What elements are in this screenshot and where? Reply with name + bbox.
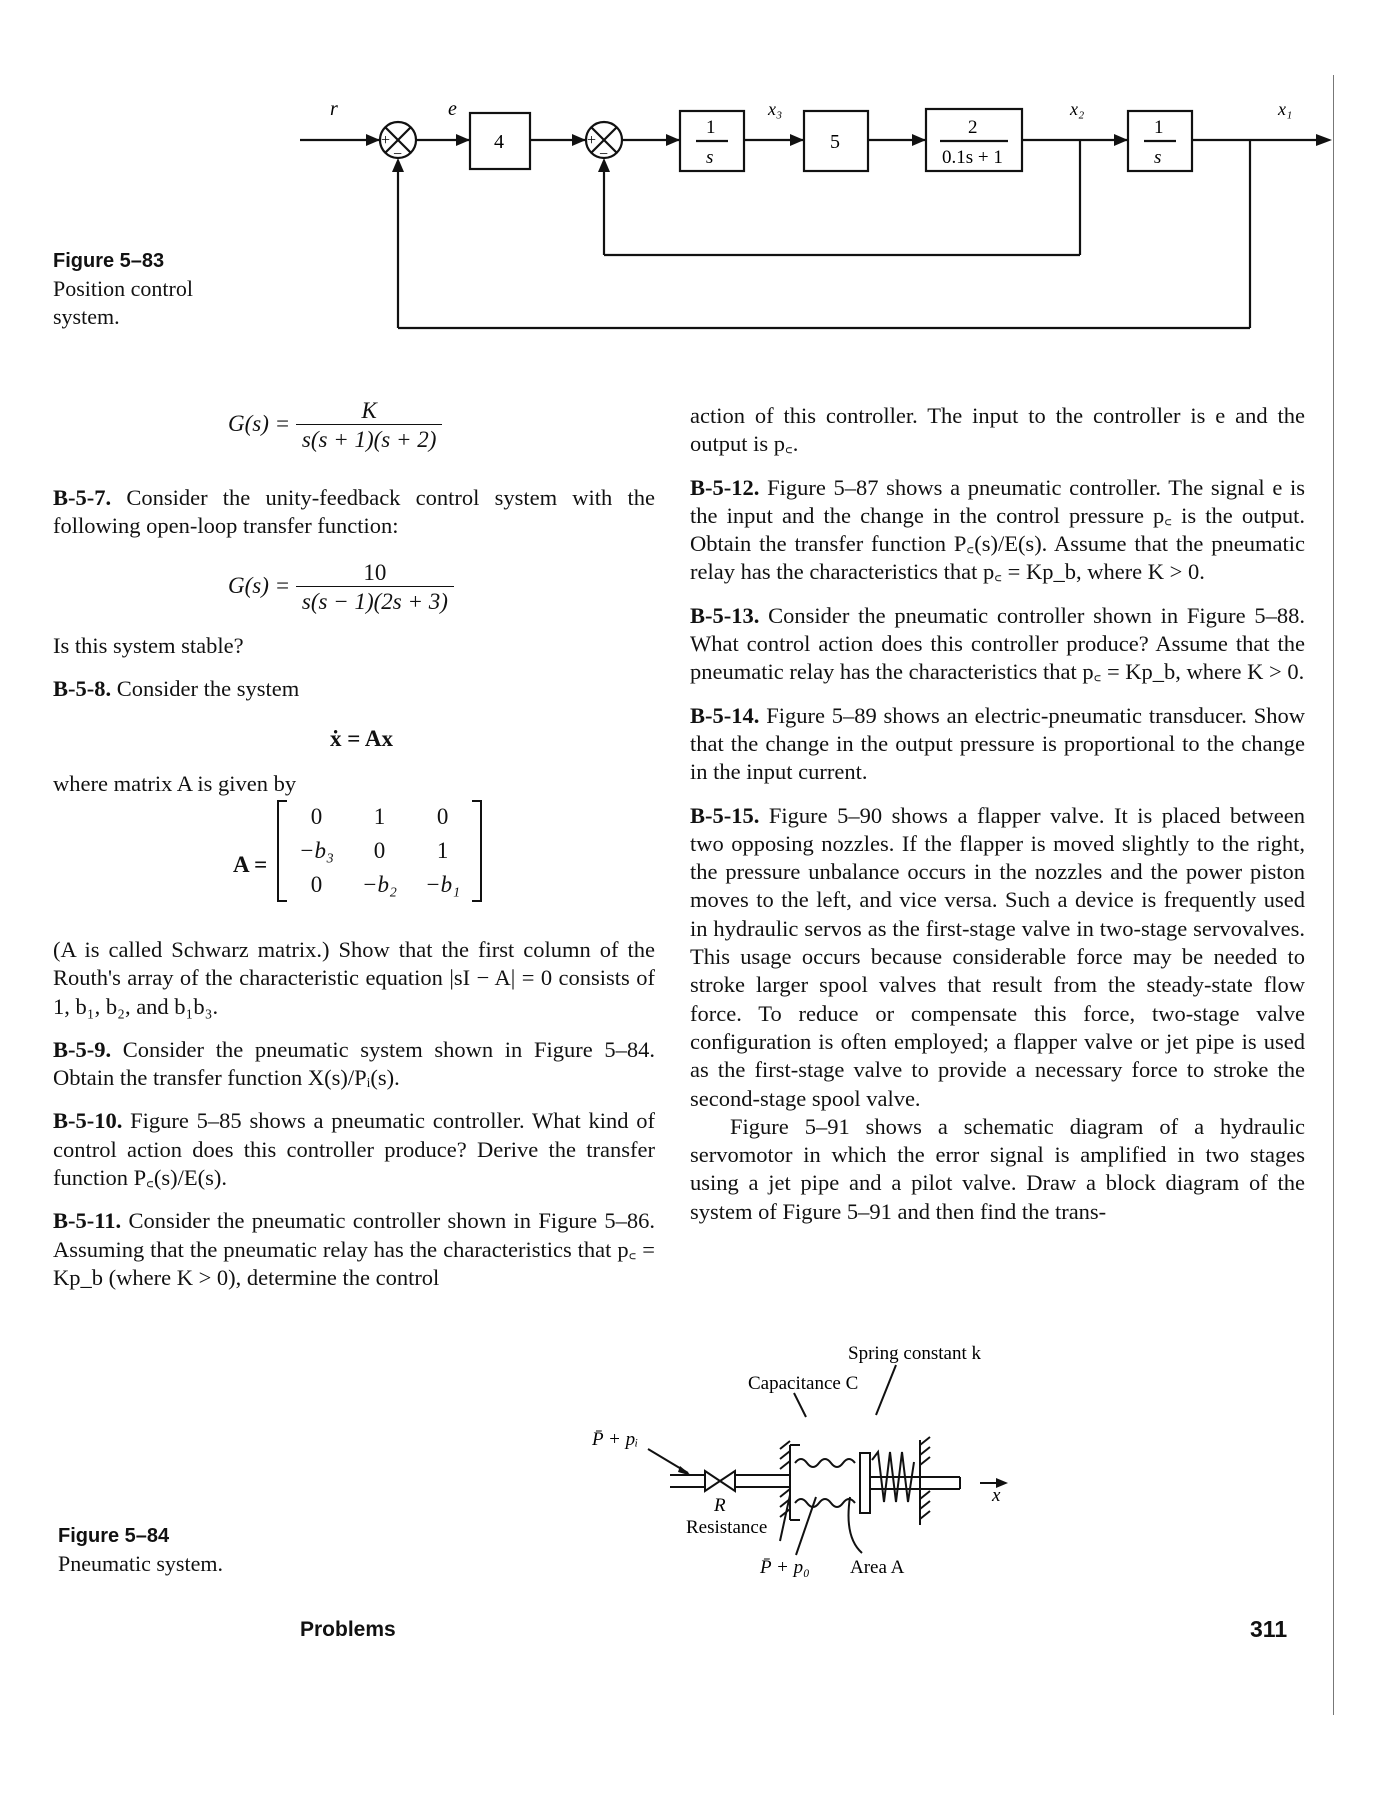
problem-b-5-7: B-5-7. Consider the unity-feedback contr… [53, 484, 655, 541]
equation-gs-1-den: s(s + 1)(s + 2) [295, 424, 443, 453]
matrix-cell: −b₁ [425, 872, 461, 897]
problem-b-5-15-id: B-5-15. [690, 802, 760, 828]
problem-b-5-8: B-5-8. Consider the system [53, 675, 655, 703]
matrix-table: 0 1 0 −b₃ 0 1 0 −b₂ −b₁ [285, 800, 474, 902]
problem-b-5-14: B-5-14. Figure 5–89 shows an electric-pn… [690, 702, 1305, 787]
block-lag-den: 0.1s + 1 [942, 147, 1003, 168]
matrix-cell: 0 [310, 872, 323, 897]
sum1-plus: + [381, 132, 390, 149]
equation-gs-1-num: K [361, 398, 377, 423]
label-capacitance: Capacitance C [748, 1373, 858, 1394]
matrix-cell: 0 [310, 804, 323, 829]
equation-gs-2: G(s) = 10 s(s − 1)(2s + 3) [228, 560, 454, 615]
problem-b-5-15-text: Figure 5–90 shows a flapper valve. It is… [690, 802, 1305, 1111]
problem-b-5-9-id: B-5-9. [53, 1036, 112, 1062]
equation-gs-2-lhs: G(s) = [228, 572, 291, 598]
problem-b-5-7-text: Consider the unity-feedback control syst… [53, 485, 656, 539]
equation-gs-2-den: s(s − 1)(2s + 3) [295, 586, 454, 615]
signal-e: e [448, 98, 457, 120]
problem-b-5-9-text: Consider the pneumatic system shown in F… [53, 1036, 656, 1091]
problem-b-5-8-text: Consider the system [116, 676, 300, 702]
problem-b-5-10-text: Figure 5–85 shows a pneumatic controller… [53, 1108, 655, 1191]
problem-b-5-7-id: B-5-7. [53, 485, 112, 510]
problem-b-5-12-id: B-5-12. [690, 474, 760, 500]
problem-b-5-11: B-5-11. Consider the pneumatic controlle… [53, 1207, 655, 1292]
block-gain-4: 4 [494, 131, 504, 153]
block-lag-num: 2 [968, 117, 978, 138]
equation-xdot: ẋ = Ax [330, 726, 393, 751]
equation-gs-2-num: 10 [363, 560, 387, 585]
problem-b-5-10: B-5-10. Figure 5–85 shows a pneumatic co… [53, 1107, 655, 1192]
problem-b-5-11-id: B-5-11. [53, 1208, 122, 1234]
problem-b-5-8-id: B-5-8. [53, 676, 112, 702]
matrix-lhs: A = [233, 852, 268, 877]
sum2-plus: + [587, 132, 596, 149]
label-resistance: Resistance [686, 1517, 767, 1538]
signal-x1: x₁ [1277, 99, 1292, 119]
page-number: 311 [1250, 1616, 1288, 1642]
left-column-b58: Is this system stable? B-5-8. Consider t… [53, 632, 655, 719]
label-p-out: P̄ + p₀ [759, 1557, 810, 1578]
problem-b-5-11-text: Consider the pneumatic controller shown … [53, 1208, 655, 1290]
problem-b-5-13: B-5-13. Consider the pneumatic controlle… [690, 602, 1305, 687]
problem-b-5-15-continued: Figure 5–91 shows a schematic diagram of… [690, 1113, 1305, 1224]
continued-text: action of this controller. The input to … [690, 403, 1305, 457]
figure-5-84-text: Pneumatic system. [58, 1551, 223, 1576]
block-diagram-figure-5-83: r e x₃ x₂ x₁ + − + − 4 1 s 5 2 0.1s + 1 … [300, 98, 1332, 330]
left-column: B-5-7. Consider the unity-feedback contr… [53, 484, 655, 556]
problem-b-5-8-after: (A is called Schwarz matrix.) Show that … [53, 937, 655, 1019]
label-p-in: P̄ + pᵢ [591, 1429, 638, 1450]
label-spring-constant: Spring constant k [848, 1345, 981, 1364]
problem-b-5-13-text: Consider the pneumatic controller shown … [690, 602, 1305, 685]
problem-b-5-12-text: Figure 5–87 shows a pneumatic controller… [690, 474, 1306, 585]
matrix-cell: 1 [373, 804, 386, 829]
equation-gs-1-fraction: K s(s + 1)(s + 2) [295, 398, 443, 453]
matrix-cell: 1 [436, 838, 449, 863]
sum1-minus: − [393, 146, 402, 163]
block-integ-den: s [706, 147, 713, 168]
block-gain-5: 5 [830, 131, 840, 153]
matrix-cell: −b₃ [299, 838, 335, 863]
figure-5-84-caption: Figure 5–84 Pneumatic system. [58, 1522, 223, 1578]
problem-b-5-13-id: B-5-13. [690, 602, 760, 628]
matrix-cell: 0 [436, 804, 449, 829]
problem-b-5-8-where: where matrix A is given by [53, 771, 297, 796]
signal-x3: x₃ [767, 99, 782, 119]
equation-gs-1: G(s) = K s(s + 1)(s + 2) [228, 398, 443, 453]
equation-gs-2-fraction: 10 s(s − 1)(2s + 3) [295, 560, 454, 615]
pneumatic-system-figure-5-84: Spring constant k Capacitance C P̄ + pᵢ … [591, 1345, 1008, 1578]
problem-b-5-10-id: B-5-10. [53, 1108, 123, 1134]
label-r: R [713, 1495, 726, 1516]
figure-5-83-caption: Figure 5–83 Position control system. [53, 247, 223, 331]
signal-r: r [330, 98, 338, 120]
problem-b-5-14-id: B-5-14. [690, 702, 760, 728]
figure-5-83-label: Figure 5–83 [53, 250, 165, 272]
problem-b-5-15: B-5-15. Figure 5–90 shows a flapper valv… [690, 802, 1305, 1113]
problem-b-5-7-question: Is this system stable? [53, 633, 244, 658]
equation-gs-1-lhs: G(s) = [228, 410, 291, 436]
signal-x2: x₂ [1069, 99, 1084, 119]
right-column: action of this controller. The input to … [690, 402, 1305, 1241]
sum2-minus: − [599, 146, 608, 163]
problem-b-5-9: B-5-9. Consider the pneumatic system sho… [53, 1036, 655, 1093]
figure-5-84-label: Figure 5–84 [58, 1525, 170, 1547]
left-column-lower: (A is called Schwarz matrix.) Show that … [53, 936, 655, 1307]
page-edge-rule [1333, 75, 1335, 1715]
problem-b-5-14-text: Figure 5–89 shows an electric-pneumatic … [690, 702, 1305, 785]
block-integ2-den: s [1154, 147, 1161, 168]
label-area: Area A [850, 1557, 905, 1578]
label-x: x [991, 1485, 1001, 1506]
section-footer: Problems [300, 1618, 396, 1641]
problem-b-5-12: B-5-12. Figure 5–87 shows a pneumatic co… [690, 474, 1305, 587]
block-integ2-num: 1 [1154, 117, 1164, 138]
block-integ-num: 1 [706, 117, 716, 138]
matrix-cell: 0 [373, 838, 386, 863]
figure-5-83-text: Position control system. [53, 276, 193, 329]
matrix-cell: −b₂ [362, 872, 398, 897]
